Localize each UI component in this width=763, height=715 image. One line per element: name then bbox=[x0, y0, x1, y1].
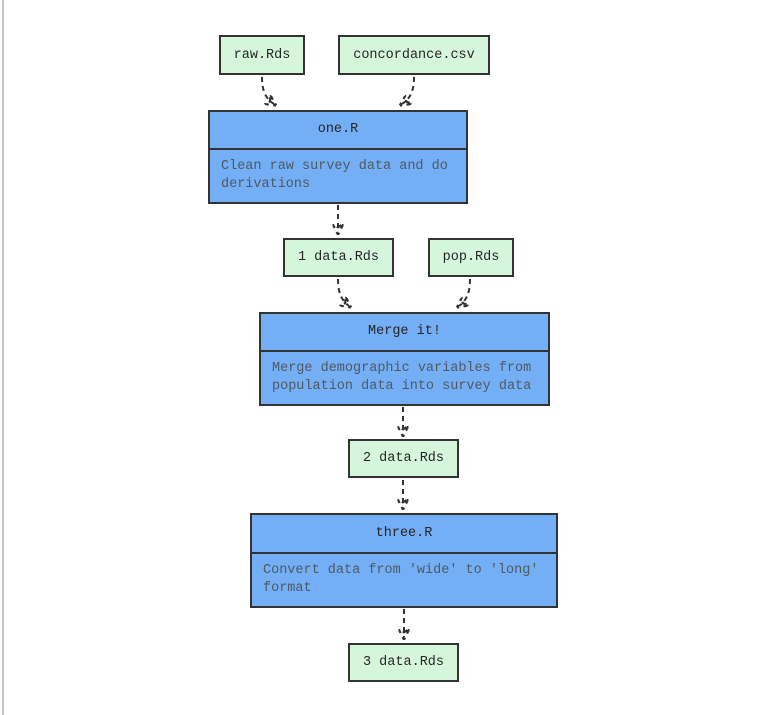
node-title: three.R bbox=[252, 515, 556, 554]
node-title: Merge it! bbox=[261, 314, 548, 352]
node-title: one.R bbox=[210, 112, 466, 150]
node-label: concordance.csv bbox=[353, 47, 475, 63]
node-description: Merge demographic variables from populat… bbox=[272, 360, 532, 394]
edge-data1-to-merge bbox=[337, 278, 349, 306]
node-description: Convert data from 'wide' to 'long' forma… bbox=[263, 562, 539, 596]
page-edge-line bbox=[2, 0, 4, 715]
node-merge-it: Merge it! Merge demographic variables fr… bbox=[259, 312, 550, 406]
node-description: Clean raw survey data and do derivations bbox=[221, 158, 448, 192]
node-label: 2 data.Rds bbox=[362, 451, 444, 466]
node-three-r: three.R Convert data from 'wide' to 'lon… bbox=[250, 513, 558, 608]
node-label: pop.Rds bbox=[442, 250, 500, 265]
edge-concordance-to-one bbox=[402, 76, 415, 104]
node-2-data-rds: 2 data.Rds bbox=[348, 439, 459, 478]
edge-pop-to-merge bbox=[459, 278, 471, 306]
node-raw-rds: raw.Rds bbox=[219, 35, 305, 75]
edge-raw-to-one bbox=[261, 76, 274, 104]
node-label: 3 data.Rds bbox=[362, 655, 444, 670]
node-label: raw.Rds bbox=[233, 47, 291, 63]
node-concordance-csv: concordance.csv bbox=[338, 35, 490, 75]
node-1-data-rds: 1 data.Rds bbox=[283, 238, 394, 277]
node-one-r: one.R Clean raw survey data and do deriv… bbox=[208, 110, 468, 204]
node-label: 1 data.Rds bbox=[297, 250, 379, 265]
node-pop-rds: pop.Rds bbox=[428, 238, 514, 277]
node-3-data-rds: 3 data.Rds bbox=[348, 643, 459, 682]
